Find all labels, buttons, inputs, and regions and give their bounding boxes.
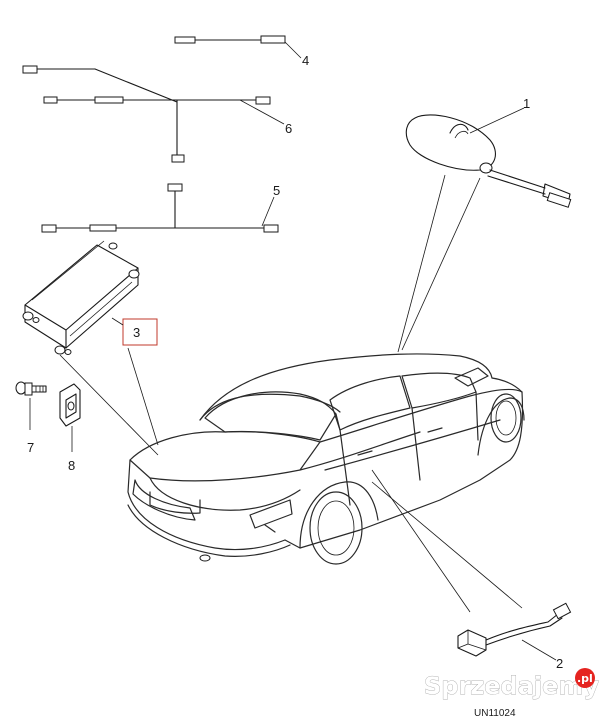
car-illustration [127,353,525,565]
drawing-code: UN11024 [474,708,516,719]
callout-4: 4 [302,53,309,68]
wiring-harness-6: 6 [22,65,292,163]
callout-3: 3 [133,325,140,340]
callout-8: 8 [68,458,75,473]
control-module-3: 3 [22,240,159,456]
door-sensor-2: 2 [371,469,572,671]
callout-2: 2 [556,656,563,671]
callout-3-highlight [122,318,158,346]
wiring-harness-5: 5 [41,183,280,233]
callout-6: 6 [285,121,292,136]
bolt-7: 7 [15,381,47,455]
roof-antenna-1: 1 [397,96,572,353]
watermark-text: Sprzedajemy [424,672,599,700]
callout-1: 1 [523,96,530,111]
sprzedajemy-watermark: Sprzedajemy .pl [424,668,600,700]
clip-nut-8: 8 [59,383,81,473]
callout-7: 7 [27,440,34,455]
wiring-harness-4: 4 [174,35,309,68]
watermark-badge [575,668,595,688]
callout-5: 5 [273,183,280,198]
watermark-domain: .pl [577,672,593,685]
